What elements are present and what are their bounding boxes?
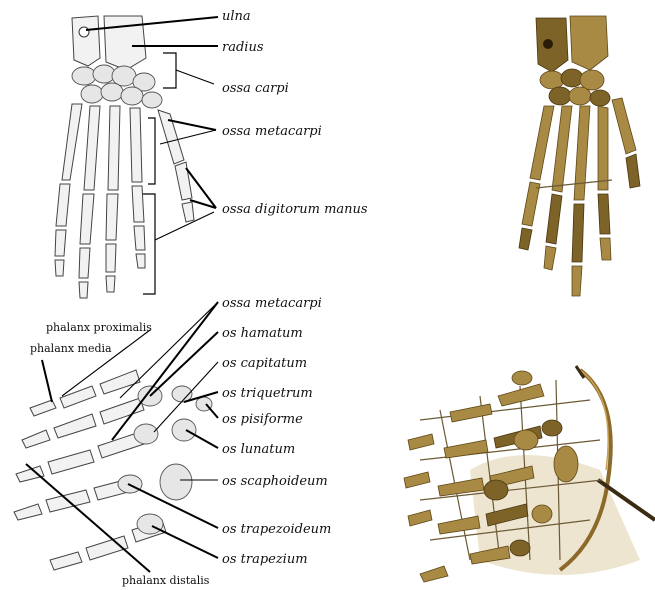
bracket-metacarpi — [148, 118, 155, 184]
bracket-carpi — [163, 53, 176, 88]
skeleton-fingers — [519, 98, 640, 296]
skeleton-carpals — [540, 69, 610, 106]
label-os-trapezium: os trapezium — [222, 552, 308, 567]
label-os-trapezoideum: os trapezoideum — [222, 522, 331, 537]
ulna-bone — [72, 16, 100, 66]
label-ossa-carpi: ossa carpi — [222, 81, 289, 96]
label-os-hamatum: os hamatum — [222, 326, 303, 341]
wire-mounted-hand-photo — [404, 366, 655, 582]
label-ossa-metacarpi-bottom: ossa metacarpi — [222, 296, 322, 311]
carpal-bones — [72, 65, 162, 108]
label-os-triquetrum: os triquetrum — [222, 386, 313, 401]
label-phalanx-distalis: phalanx distalis — [122, 574, 210, 587]
leader-metacarpi-1 — [168, 120, 216, 130]
leader-bottom-metacarpi-2 — [120, 302, 218, 398]
skeleton-hand-photo — [519, 16, 640, 296]
label-phalanx-media: phalanx media — [30, 342, 112, 355]
label-phalanx-proximalis: phalanx proximalis — [46, 321, 152, 334]
phalanx-bones — [55, 162, 194, 298]
label-os-capitatum: os capitatum — [222, 356, 307, 371]
leader-carpi — [176, 70, 214, 84]
label-os-scaphoideum: os scaphoideum — [222, 474, 328, 489]
leader-phalanx-media — [42, 360, 52, 402]
label-ossa-metacarpi-top: ossa metacarpi — [222, 124, 322, 139]
label-radius: radius — [222, 40, 264, 55]
exploded-bones-drawing: ossa metacarpi os hamatum os capitatum o… — [14, 296, 331, 587]
leader-trapezium — [152, 526, 218, 558]
ulna-hole — [79, 27, 89, 37]
label-ulna: ulna — [222, 9, 251, 24]
label-os-lunatum: os lunatum — [222, 442, 295, 457]
metacarpal-bones — [62, 104, 184, 190]
label-ossa-digitorum-manus: ossa digitorum manus — [222, 202, 368, 217]
dorsal-hand-drawing: ulna radius ossa carpi ossa metacarpi os… — [55, 9, 368, 298]
label-os-pisiforme: os pisiforme — [222, 412, 303, 427]
